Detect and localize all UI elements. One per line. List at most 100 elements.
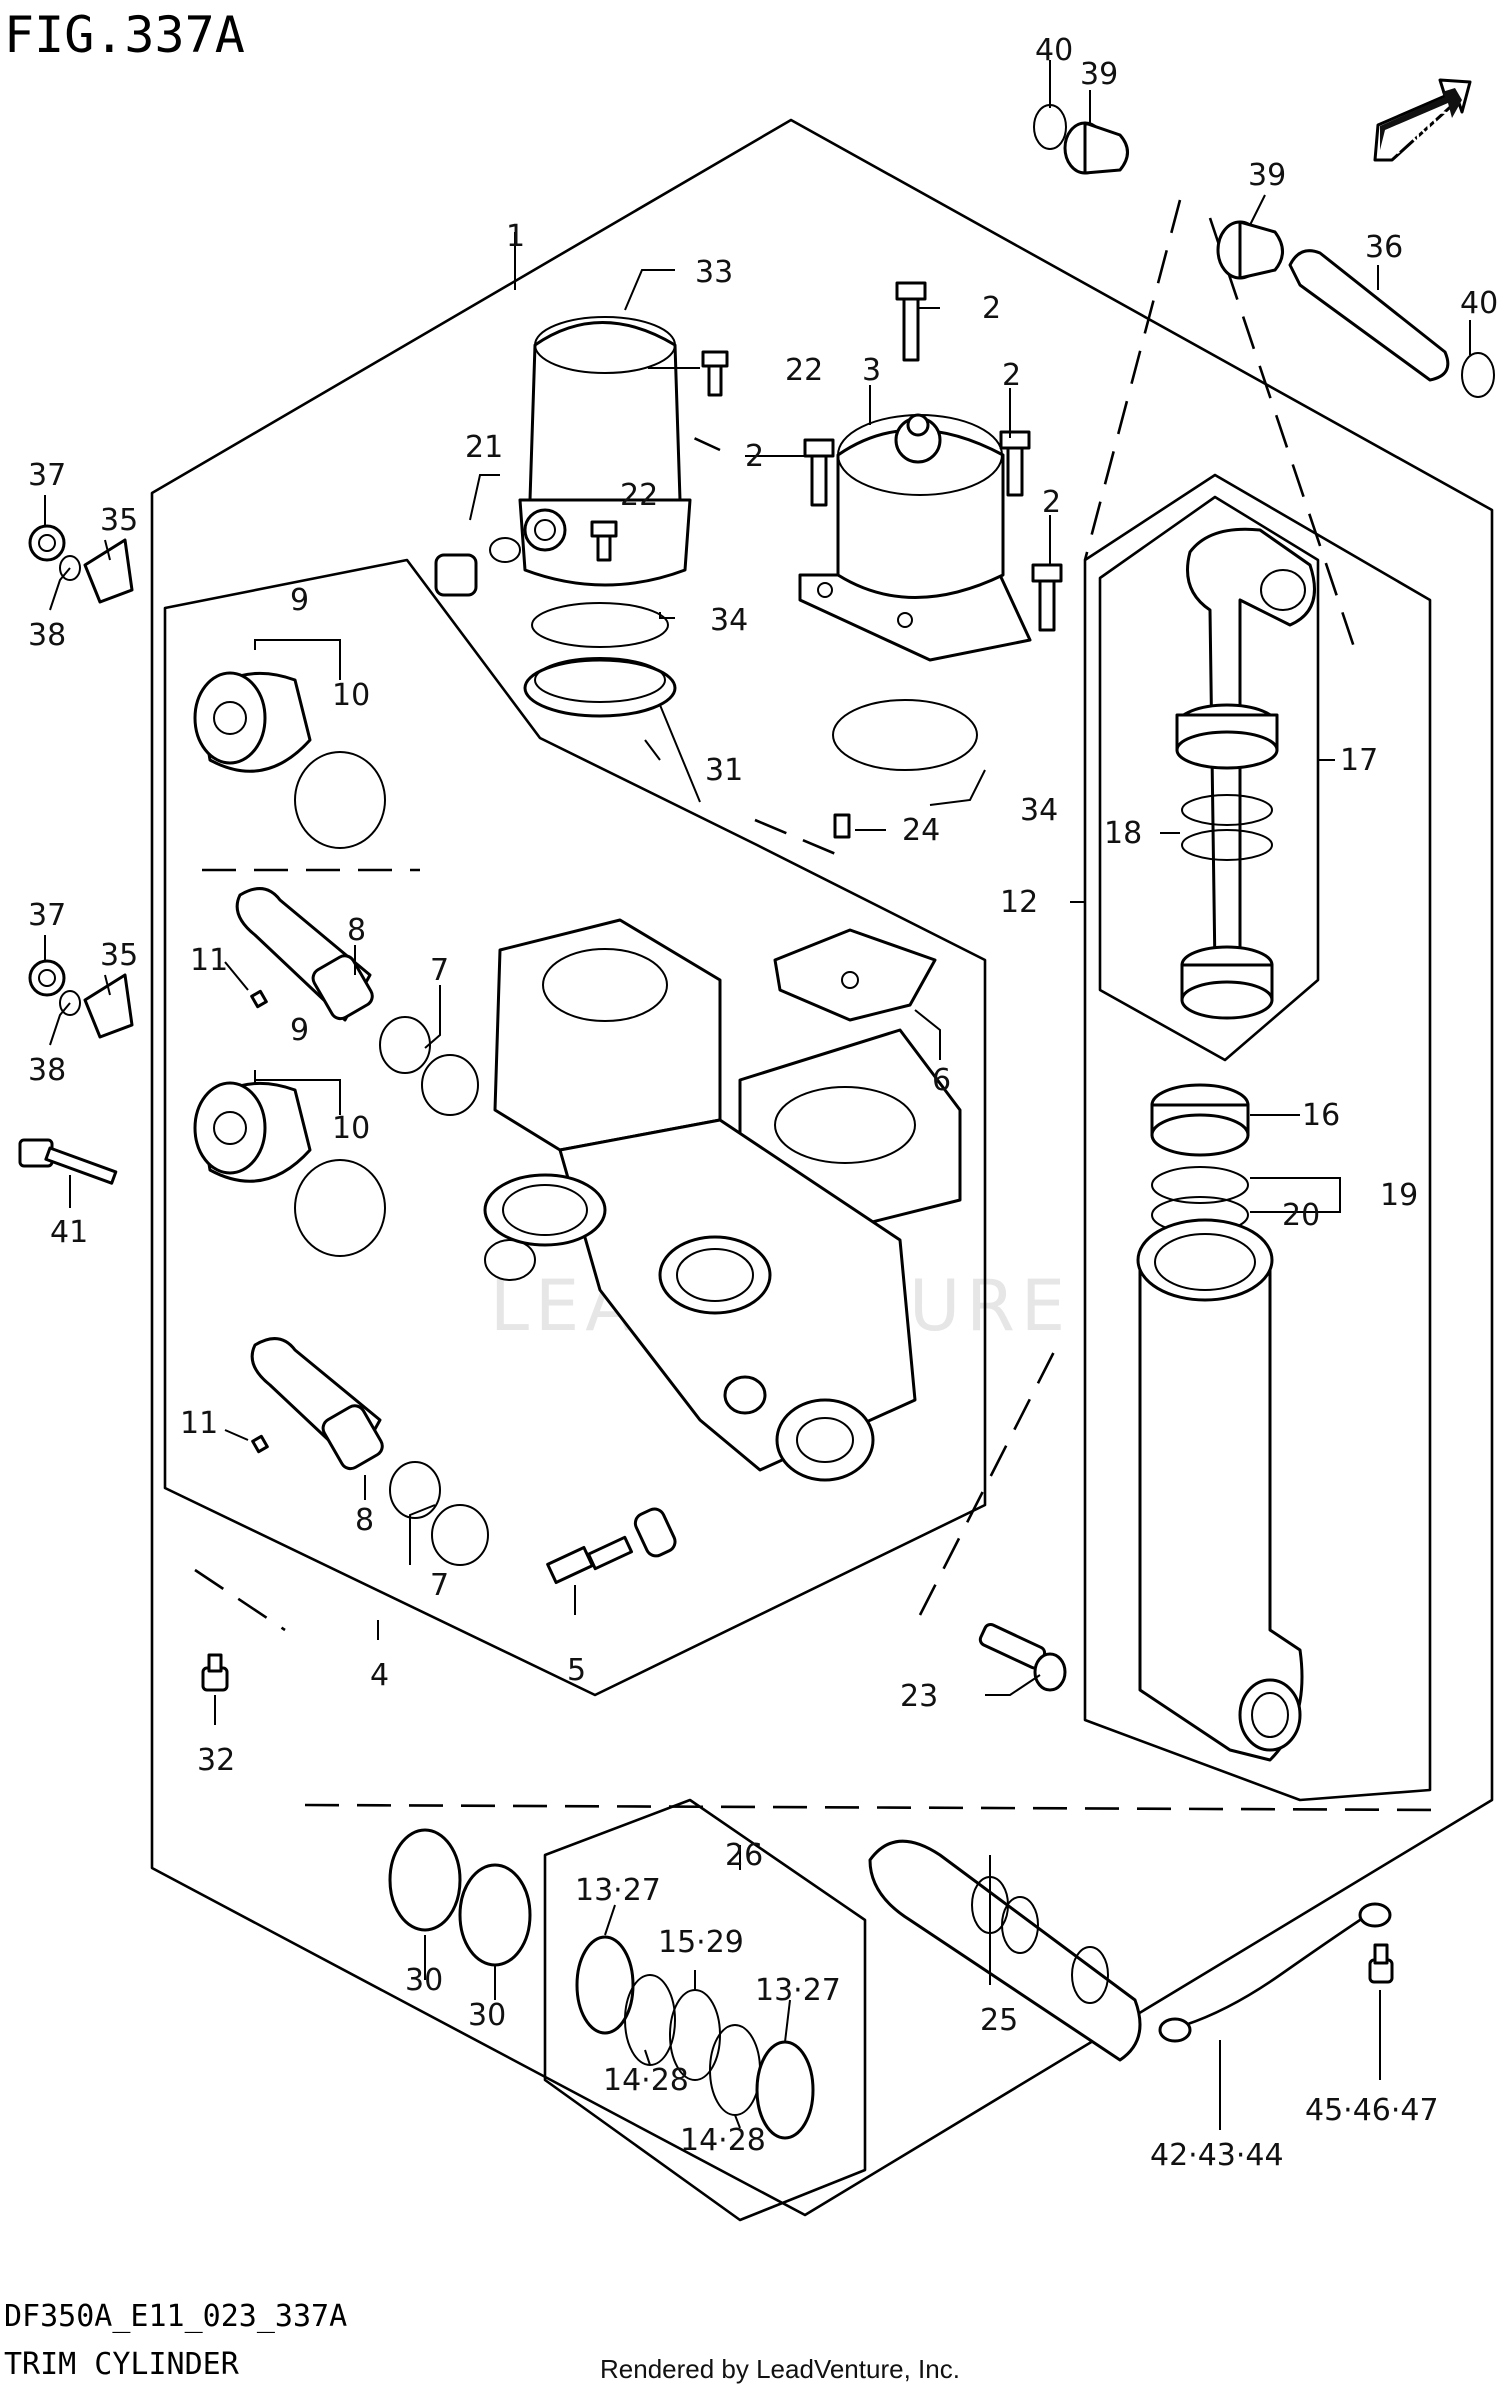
callout-2: 2 (1002, 358, 1021, 393)
callout-39: 39 (1080, 57, 1118, 92)
callout-labels: 1 2 2 2 2 3 4 5 6 7 7 8 8 9 9 10 10 11 1… (28, 33, 1498, 2173)
figure-code: DF350A_E11_023_337A (4, 2299, 347, 2334)
figure-title: TRIM CYLINDER (4, 2347, 240, 2382)
callout-37: 37 (28, 458, 66, 493)
callout-12: 12 (1000, 885, 1038, 920)
callout-16: 16 (1302, 1098, 1340, 1133)
callout-2: 2 (982, 291, 1001, 326)
callout-41: 41 (50, 1215, 88, 1250)
ring-14-a (624, 1974, 676, 2066)
cylinder-boundary (1083, 473, 1432, 1802)
fwd-arrow-icon: FWD (1373, 78, 1472, 162)
callout-4: 4 (370, 1658, 389, 1693)
valve-assembly-5 (546, 1507, 677, 1585)
screw-45 (1368, 1943, 1394, 1984)
cylinder-head-16 (1150, 1083, 1250, 1157)
seal-kit-boundary (543, 1798, 867, 2222)
pin-11-lower (251, 1434, 269, 1454)
callout-30: 30 (468, 1998, 506, 2033)
callout-45-46-47: 45·46·47 (1305, 2093, 1439, 2128)
manifold-boundary (163, 558, 987, 1697)
callout-23: 23 (900, 1679, 938, 1714)
nut-37-lower (28, 959, 66, 997)
callout-10: 10 (332, 1111, 370, 1146)
o-ring-7-lower-b (431, 1504, 489, 1566)
callout-2: 2 (745, 439, 764, 474)
callout-18: 18 (1104, 816, 1142, 851)
callout-10: 10 (332, 678, 370, 713)
leader-lines (44, 60, 1471, 2130)
valve-8-lower (250, 1337, 384, 1471)
callout-40: 40 (1035, 33, 1073, 68)
clip-40-top (1033, 104, 1067, 150)
bolt-41 (18, 1138, 118, 1185)
callout-14-28: 14·28 (603, 2063, 689, 2098)
piston-rod-boundary (1098, 495, 1320, 1062)
figure-id: FIG.337A (4, 6, 245, 64)
plug-9-upper (193, 671, 312, 773)
callout-6: 6 (932, 1063, 951, 1098)
screw-32 (201, 1653, 229, 1692)
o-ring-7-upper-a (379, 1016, 431, 1074)
callout-42-43-44: 42·43·44 (1150, 2138, 1284, 2173)
valve-23 (978, 1622, 1067, 1692)
callout-25: 25 (980, 2003, 1018, 2038)
callout-11: 11 (190, 943, 228, 978)
shaft-36 (1288, 249, 1450, 382)
valve-8-upper (235, 887, 374, 1022)
callout-5: 5 (567, 1653, 586, 1688)
callout-35: 35 (100, 938, 138, 973)
ring-14-b (709, 2024, 761, 2116)
plug-9-lower (193, 1081, 312, 1183)
callout-15-29: 15·29 (658, 1925, 744, 1960)
assembly-boundary (150, 118, 1494, 2217)
o-ring-19 (1151, 1166, 1249, 1204)
o-ring-7-upper-b (421, 1054, 479, 1116)
callout-39: 39 (1248, 158, 1286, 193)
ground-cable (1158, 1902, 1392, 2043)
callout-22: 22 (785, 353, 823, 388)
callout-19: 19 (1380, 1178, 1418, 1213)
callout-9: 9 (290, 1013, 309, 1048)
screw-24 (833, 813, 851, 839)
callout-8: 8 (355, 1503, 374, 1538)
callout-21: 21 (465, 430, 503, 465)
callout-14-28: 14·28 (680, 2123, 766, 2158)
callout-33: 33 (695, 255, 733, 290)
callout-20: 20 (1282, 1198, 1320, 1233)
callout-13-27: 13·27 (575, 1873, 661, 1908)
callout-40: 40 (1460, 286, 1498, 321)
pin-11-upper (250, 989, 268, 1009)
clip-40-right (1461, 352, 1495, 398)
o-ring-7-lower-a (389, 1461, 441, 1519)
callout-38: 38 (28, 1053, 66, 1088)
o-ring-34-top (531, 602, 669, 648)
callout-32: 32 (197, 1743, 235, 1778)
callout-24: 24 (902, 813, 940, 848)
shim-30-a (388, 1828, 462, 1932)
piston-rod-17 (1175, 527, 1316, 1020)
bushing-39-top (1063, 121, 1129, 175)
o-ring-10-lower (294, 1159, 386, 1257)
callout-7: 7 (430, 953, 449, 988)
callout-2: 2 (1042, 485, 1061, 520)
callout-34: 34 (710, 603, 748, 638)
callout-22: 22 (620, 478, 658, 513)
o-ring-10-upper (294, 751, 386, 849)
callout-3: 3 (862, 353, 881, 388)
callout-30: 30 (405, 1963, 443, 1998)
manifold-body (483, 918, 962, 1482)
clip-35-lower (83, 973, 134, 1039)
credit-text: Rendered by LeadVenture, Inc. (600, 2354, 960, 2384)
clip-35-upper (83, 538, 134, 604)
plug-21 (434, 537, 521, 597)
filter-31 (523, 657, 677, 718)
washer-38-upper (59, 555, 81, 581)
callout-1: 1 (506, 219, 525, 254)
screws-22 (590, 350, 729, 562)
callout-13-27: 13·27 (755, 1973, 841, 2008)
callout-11: 11 (180, 1406, 218, 1441)
callout-8: 8 (347, 913, 366, 948)
cylinder-tube (1136, 1218, 1304, 1762)
